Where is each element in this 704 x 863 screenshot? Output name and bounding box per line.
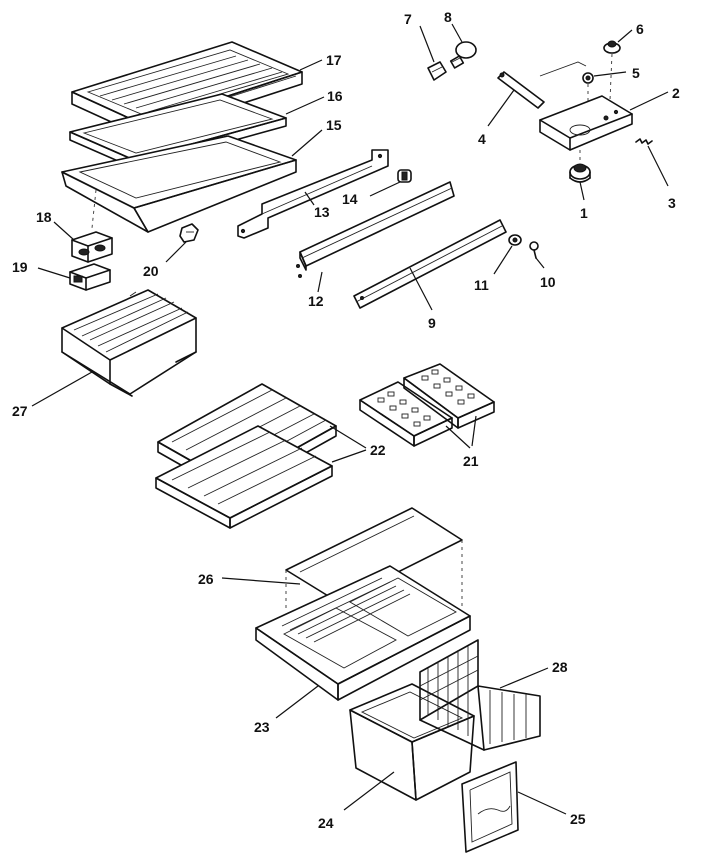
leader-8 [451,23,463,43]
part-19-container [69,263,111,291]
callout-24: 24 [318,815,334,831]
leader-22a [329,425,367,449]
leader-25 [517,791,567,815]
part-4-rod [497,71,545,109]
part-12-slide-rail [296,181,455,278]
callout-14: 14 [342,191,358,207]
part-18-container [71,231,113,263]
leader-27 [31,371,93,407]
callout-6: 6 [636,21,644,37]
leader-22b [331,449,367,463]
leader-19 [37,267,71,279]
leader-28 [499,667,549,689]
callout-25: 25 [570,811,586,827]
callout-11: 11 [474,277,489,293]
callout-8: 8 [444,9,452,25]
callout-12: 12 [308,293,324,309]
part-8-light-bulb [449,41,477,69]
callout-20: 20 [143,263,159,279]
part-11-nut [508,234,522,246]
leader-6 [617,29,633,43]
callout-19: 19 [12,259,28,275]
part-3-spring [635,138,653,145]
callout-18: 18 [36,209,52,225]
part-5-bushing [582,72,594,84]
part-7-lamp-socket [427,61,447,81]
leader-5 [593,71,627,77]
part-1-thermostat-knob [569,163,591,183]
callout-10: 10 [540,274,556,290]
leader-15 [291,129,323,157]
callout-27: 27 [12,403,28,419]
leader-11 [493,245,513,275]
callout-15: 15 [326,117,342,133]
leader-13 [304,191,315,206]
callout-17: 17 [326,52,342,68]
leader-4 [487,89,515,127]
leader-18 [53,221,75,241]
callout-16: 16 [327,88,343,104]
leader-26 [221,577,301,585]
leader-7 [419,25,435,63]
leader-1 [579,181,585,201]
callout-13: 13 [314,204,330,220]
callout-4: 4 [478,131,486,147]
leader-3 [647,145,669,187]
callout-7: 7 [404,11,412,27]
callout-21: 21 [463,453,479,469]
leader-14 [369,181,401,197]
part-20-knob [179,223,199,243]
part-28-wire-basket [419,639,541,751]
leader-24 [343,771,395,811]
leader-16 [285,96,325,115]
part-9-long-rail [353,219,507,309]
callout-5: 5 [632,65,640,81]
part-14-clip [397,169,412,183]
part-25-drawer-front [461,761,519,853]
part-21-ice-tray-left [359,381,453,447]
part-22-shelf-lower [155,425,333,529]
leader-21b [471,415,477,447]
part-2-control-housing [539,95,633,151]
callout-28: 28 [552,659,568,675]
callout-26: 26 [198,571,214,587]
callout-1: 1 [580,205,588,221]
leader-17 [299,59,323,71]
part-13-shelf-bracket [237,149,389,239]
part-15-shelf-pan [61,135,297,233]
leader-12 [317,271,323,293]
leader-21a [445,425,471,449]
leader-23 [275,685,319,719]
leader-9 [409,267,433,311]
callout-22: 22 [370,442,386,458]
part-23-crisper-frame [255,565,471,701]
part-24-crisper-drawer [349,683,475,801]
callout-23: 23 [254,719,270,735]
leader-2 [629,91,669,111]
callout-9: 9 [428,315,436,331]
leader-10 [535,257,545,269]
callout-2: 2 [672,85,680,101]
part-10-screw [529,241,539,259]
leader-20 [165,241,187,263]
part-27-wire-shelf [61,289,197,397]
part-6-knob [603,40,621,54]
part-21-ice-tray-right [403,363,495,429]
callout-3: 3 [668,195,676,211]
